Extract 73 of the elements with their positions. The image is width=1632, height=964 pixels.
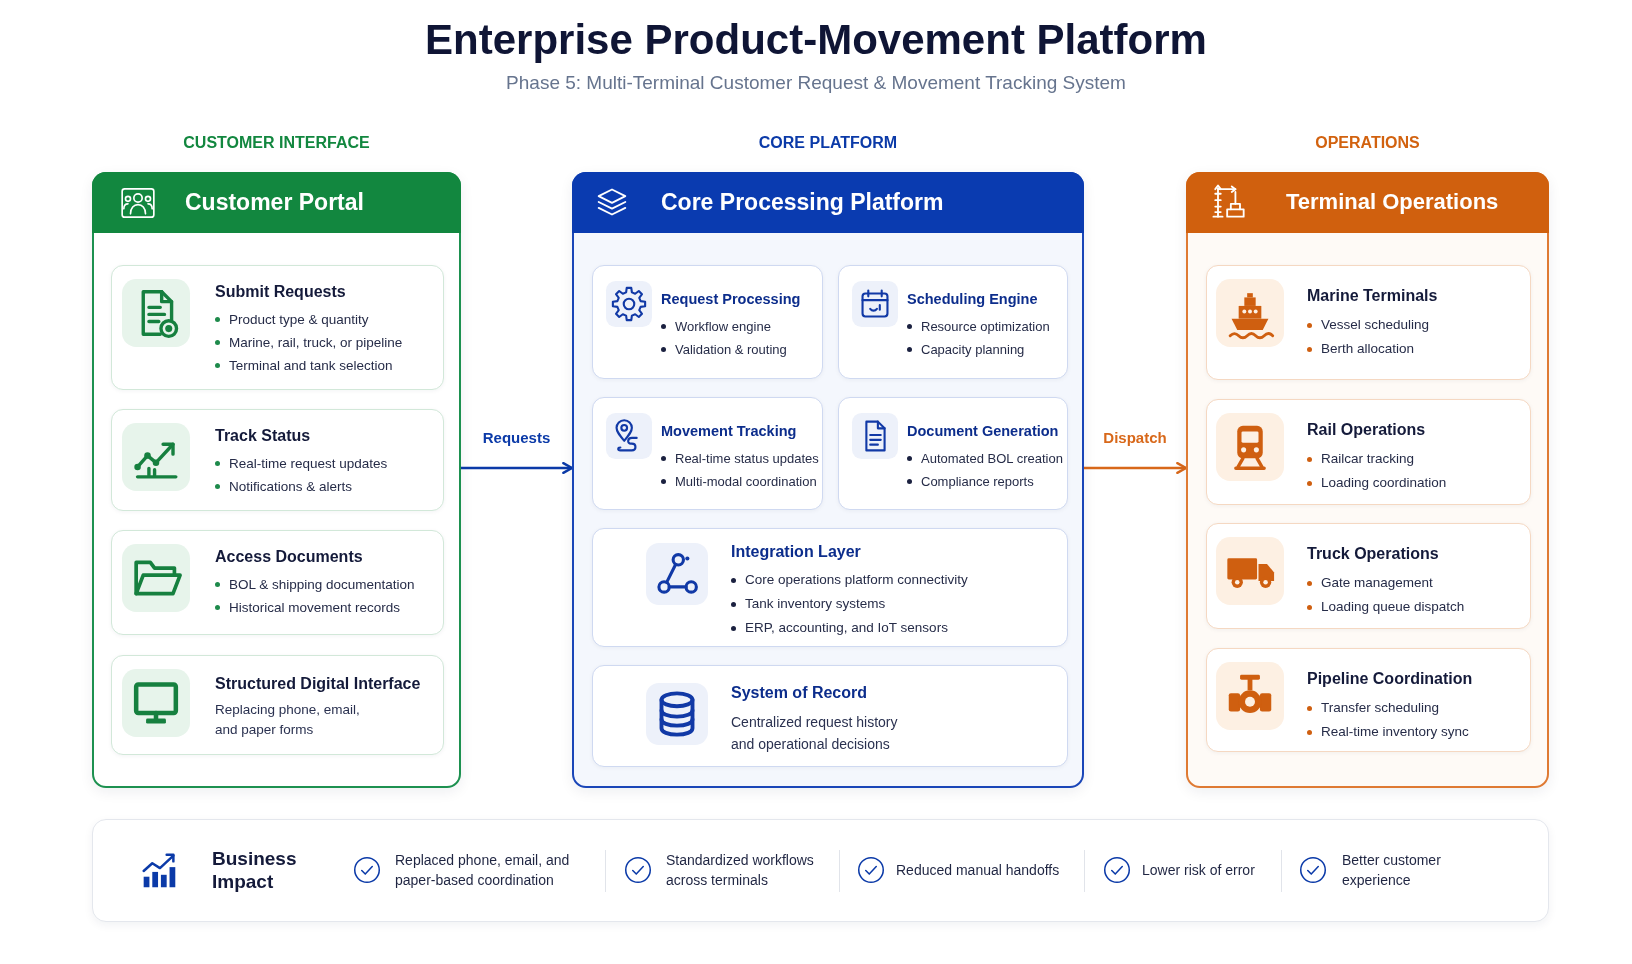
bullet-text: Vessel scheduling (1321, 316, 1430, 334)
subtitle: Phase 5: Multi-Terminal Customer Request & Movement Tracking System (506, 71, 1126, 95)
card-title: Document Generation (907, 422, 1059, 441)
bullet-text: Transfer scheduling (1321, 699, 1440, 717)
card-title: Integration Layer (731, 542, 861, 562)
bullet-text: Historical movement records (229, 598, 401, 617)
bullet-text: Automated BOL creation (921, 449, 1063, 468)
bullet-text: Compliance reports (921, 472, 1034, 491)
card-title: Marine Terminals (1307, 286, 1438, 306)
card-text: Centralized request history and operational decisions (731, 713, 899, 754)
page-title: Enterprise Product-Movement Platform (425, 15, 1207, 65)
impact-text: Better customer experience (1342, 851, 1442, 890)
arrow (461, 461, 574, 475)
bullet-text: Notifications & alerts (229, 477, 353, 496)
bullet-text: Real-time status updates (675, 449, 819, 468)
arrow (1084, 461, 1188, 475)
feature-card (111, 409, 444, 511)
feature-card (111, 265, 444, 390)
impact-text: Standardized workflows across terminals (666, 851, 815, 890)
bullet-text: Validation & routing (675, 340, 787, 359)
bullet-text: Loading coordination (1321, 474, 1447, 492)
feature-card (1206, 265, 1531, 380)
bullet-text: Resource optimization (921, 317, 1050, 336)
bullet-text: Berth allocation (1321, 340, 1415, 358)
feature-card (592, 265, 823, 379)
impact-text: Replaced phone, email, and paper-based coordination (395, 851, 571, 890)
feature-card (1206, 648, 1531, 752)
bullet-text: Product type & quantity (229, 310, 369, 329)
card-title: Truck Operations (1307, 544, 1439, 564)
impact-heading: Business Impact (212, 847, 298, 893)
column-heading: CUSTOMER INTERFACE (183, 133, 370, 153)
feature-card (838, 265, 1068, 379)
card-title: Submit Requests (215, 282, 346, 302)
card-title: Request Processing (661, 290, 801, 309)
card-title: Scheduling Engine (907, 290, 1038, 309)
feature-card (111, 655, 444, 755)
bullet-text: Marine, rail, truck, or pipeline (229, 333, 403, 352)
feature-card (592, 397, 823, 510)
feature-card (1206, 523, 1531, 629)
bullet-text: Real-time request updates (229, 454, 388, 473)
column-heading: CORE PLATFORM (758, 133, 898, 153)
card-text: Replacing phone, email, and paper forms (215, 701, 361, 739)
card-title: Access Documents (215, 547, 363, 567)
bullet-text: Loading queue dispatch (1321, 598, 1465, 616)
card-title: Structured Digital Interface (215, 674, 421, 694)
card-title: Track Status (215, 426, 311, 446)
card-title: Movement Tracking (661, 422, 797, 441)
column-heading: OPERATIONS (1315, 133, 1420, 153)
card-title: Rail Operations (1307, 420, 1426, 440)
feature-card (838, 397, 1068, 510)
bullet-text: Terminal and tank selection (229, 356, 393, 375)
bullet-text: Tank inventory systems (745, 595, 886, 613)
card-title: Pipeline Coordination (1307, 669, 1473, 689)
feature-card (592, 528, 1068, 647)
impact-text: Reduced manual handoffs (896, 861, 1060, 880)
panel-title: Core Processing Platform (661, 188, 944, 216)
card-title: System of Record (731, 683, 868, 703)
bullet-text: Gate management (1321, 574, 1433, 592)
feature-card (1206, 399, 1531, 505)
feature-card (111, 530, 444, 635)
impact-text: Lower risk of error (1142, 861, 1255, 880)
bullet-text: ERP, accounting, and IoT sensors (745, 619, 948, 637)
bullet-text: Real-time inventory sync (1321, 723, 1469, 741)
panel-title: Terminal Operations (1286, 188, 1499, 216)
bullet-text: Multi-modal coordination (675, 472, 817, 491)
impact-bar (92, 819, 1549, 922)
bullet-text: Capacity planning (921, 340, 1025, 359)
feature-card (592, 665, 1068, 767)
bullet-text: Core operations platform connectivity (745, 571, 968, 589)
bullet-text: Railcar tracking (1321, 450, 1415, 468)
panel-title: Customer Portal (185, 188, 364, 216)
bullet-text: BOL & shipping documentation (229, 575, 415, 594)
bullet-text: Workflow engine (675, 317, 771, 336)
